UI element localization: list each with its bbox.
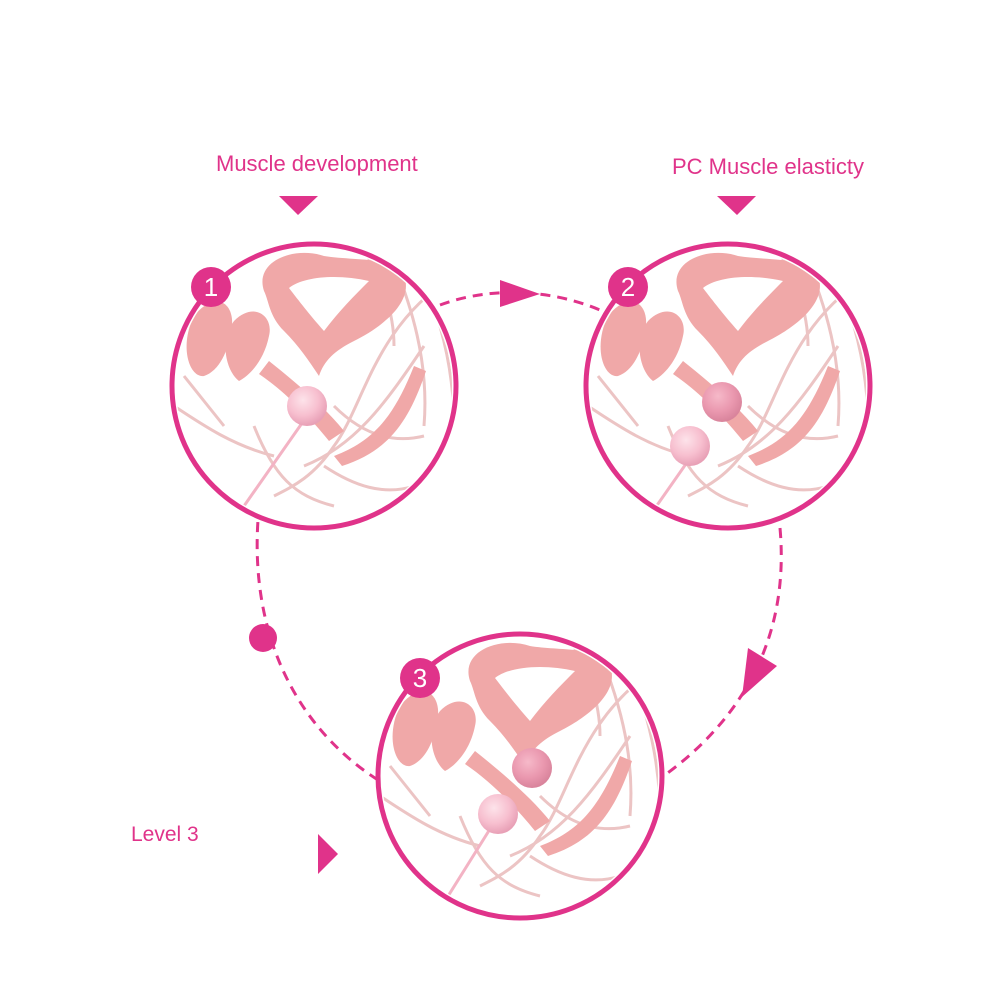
kegel-ball bbox=[702, 382, 742, 422]
badge-stage-1: 1 bbox=[191, 267, 231, 307]
label-muscle-development: Muscle development bbox=[216, 151, 418, 176]
arrow-right-icon bbox=[500, 280, 540, 307]
connector-dot-icon bbox=[249, 624, 277, 652]
pointer-down-icon bbox=[717, 196, 756, 215]
label-level-3: Level 3 bbox=[131, 823, 199, 846]
svg-text:2: 2 bbox=[621, 272, 635, 302]
kegel-ball bbox=[478, 794, 518, 834]
kegel-ball bbox=[670, 426, 710, 466]
badge-stage-3: 3 bbox=[400, 658, 440, 698]
connector-3-to-1 bbox=[255, 519, 379, 782]
pointer-down-icon bbox=[279, 196, 318, 215]
pointer-right-icon bbox=[318, 834, 338, 874]
stage-1-illustration bbox=[169, 241, 459, 531]
svg-text:1: 1 bbox=[204, 272, 218, 302]
svg-text:3: 3 bbox=[413, 663, 427, 693]
kegel-ball bbox=[512, 748, 552, 788]
kegel-ball bbox=[287, 386, 327, 426]
stage-2-illustration bbox=[583, 241, 873, 531]
label-pc-muscle-elasticity: PC Muscle elasticty bbox=[672, 154, 864, 179]
badge-stage-2: 2 bbox=[608, 267, 648, 307]
stage-3-illustration bbox=[375, 631, 665, 921]
arrow-down-left-icon bbox=[742, 648, 777, 697]
connector-2-to-3 bbox=[664, 527, 783, 777]
